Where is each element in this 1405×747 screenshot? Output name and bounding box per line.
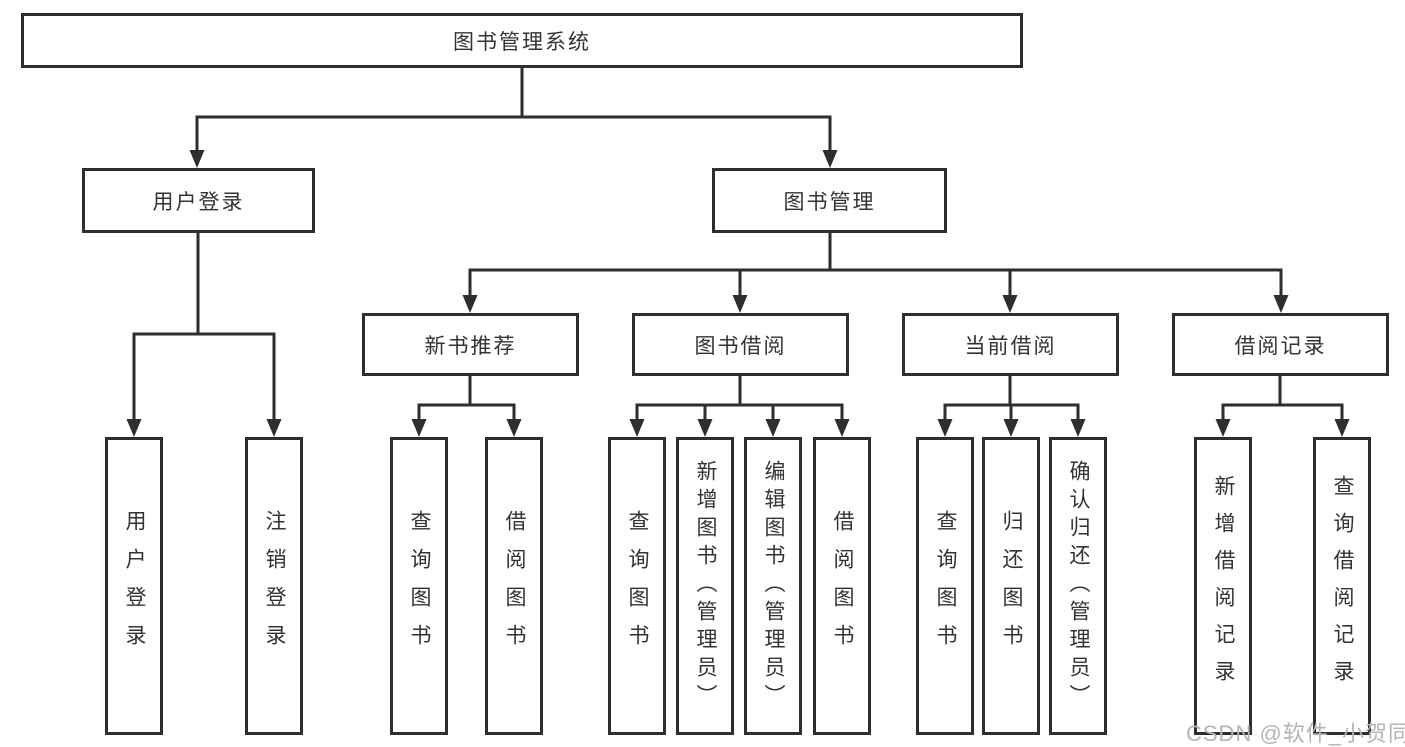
- node-label: 用户登录: [152, 190, 245, 214]
- leaf-query-borrow-record: 查询借阅记录: [1313, 437, 1371, 735]
- node-label: 图书管理系统: [453, 30, 591, 54]
- node-label: 当前借阅: [964, 334, 1057, 358]
- node-root-system: 图书管理系统: [21, 13, 1023, 68]
- node-label: 用户登录: [123, 510, 146, 662]
- csdn-watermark: CSDN @软件_小贺同学: [1186, 721, 1405, 746]
- node-label: 图书借阅: [694, 334, 787, 358]
- node-borrow-records: 借阅记录: [1172, 313, 1389, 376]
- leaf-borrow-books: 借阅图书: [813, 437, 871, 735]
- leaf-return-book: 归还图书: [982, 437, 1040, 735]
- node-label: 查询图书: [934, 510, 957, 662]
- node-label: 查询图书: [408, 510, 431, 662]
- node-new-book-recommend: 新书推荐: [362, 313, 579, 376]
- leaf-edit-book-admin: 编辑图书（管理员）: [744, 437, 802, 735]
- node-label: 注销登录: [263, 510, 286, 662]
- leaf-query-books-borrow: 查询图书: [608, 437, 666, 735]
- node-label: 编辑图书（管理员）: [762, 460, 785, 712]
- leaf-borrow-books-recommend: 借阅图书: [485, 437, 543, 735]
- node-label: 确认归还（管理员）: [1067, 460, 1090, 712]
- node-label: 查询借阅记录: [1331, 475, 1354, 697]
- node-label: 新书推荐: [424, 334, 517, 358]
- leaf-query-books-recommend: 查询图书: [390, 437, 448, 735]
- node-label: 新增图书（管理员）: [694, 460, 717, 712]
- leaf-logout: 注销登录: [245, 437, 303, 735]
- node-label: 借阅图书: [831, 510, 854, 662]
- node-label: 新增借阅记录: [1212, 475, 1235, 697]
- node-label: 借阅记录: [1234, 334, 1327, 358]
- leaf-add-borrow-record: 新增借阅记录: [1194, 437, 1252, 735]
- node-current-borrow: 当前借阅: [902, 313, 1119, 376]
- leaf-user-login: 用户登录: [105, 437, 163, 735]
- node-label: 图书管理: [783, 190, 876, 214]
- leaf-add-book-admin: 新增图书（管理员）: [676, 437, 734, 735]
- leaf-confirm-return-admin: 确认归还（管理员）: [1049, 437, 1107, 735]
- node-label: 归还图书: [1000, 510, 1023, 662]
- node-book-borrow: 图书借阅: [632, 313, 849, 376]
- leaf-query-books-current: 查询图书: [916, 437, 974, 735]
- node-label: 借阅图书: [503, 510, 526, 662]
- node-user-login: 用户登录: [82, 168, 315, 233]
- node-book-management: 图书管理: [712, 168, 947, 233]
- node-label: 查询图书: [626, 510, 649, 662]
